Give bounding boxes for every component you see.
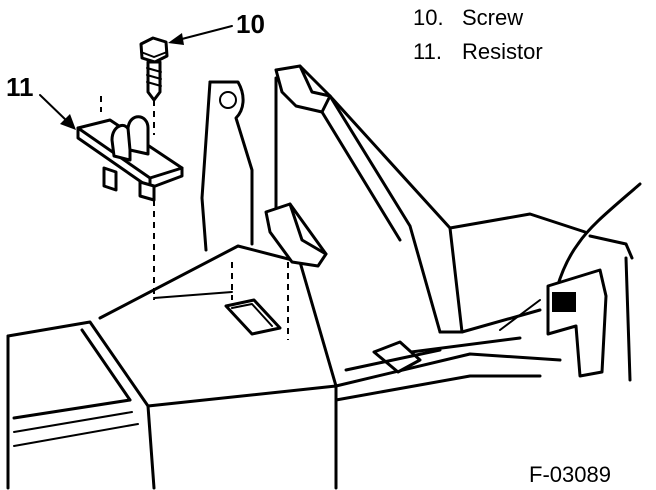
legend-label-screw: Screw bbox=[462, 5, 523, 30]
legend-number-screw: 10. bbox=[413, 5, 444, 30]
callout-screw: 10 bbox=[168, 9, 265, 45]
resistor-coil-right bbox=[126, 115, 150, 156]
callout-arrowhead-screw bbox=[168, 33, 184, 45]
screw-head bbox=[139, 36, 169, 64]
callout-leader-resistor bbox=[39, 94, 69, 123]
mounting-tab bbox=[208, 80, 254, 246]
figure-id: F-03089 bbox=[529, 462, 611, 487]
resistor-terminal-left bbox=[102, 166, 118, 192]
screw-part bbox=[139, 36, 169, 102]
callout-leader-screw bbox=[177, 25, 233, 41]
legend: 10. Screw 11. Resistor bbox=[413, 5, 543, 64]
screw-shank bbox=[146, 60, 162, 102]
legend-number-resistor: 11. bbox=[413, 39, 442, 64]
callout-number-screw: 10 bbox=[236, 9, 265, 39]
installation-guide-lines bbox=[100, 96, 289, 340]
left-duct-box bbox=[6, 320, 156, 490]
callout-number-resistor: 11 bbox=[6, 72, 34, 102]
resistor-part bbox=[76, 115, 184, 202]
bracket-label-plate bbox=[552, 292, 576, 312]
legend-label-resistor: Resistor bbox=[462, 39, 543, 64]
mounting-hole bbox=[219, 91, 237, 109]
callout-resistor: 11 bbox=[6, 72, 76, 130]
heater-case-housing bbox=[6, 64, 642, 490]
callout-arrowhead-resistor bbox=[60, 114, 76, 130]
resistor-coil-left bbox=[110, 124, 132, 162]
mounting-slot bbox=[224, 298, 282, 336]
resistor-terminal-right bbox=[138, 180, 156, 202]
linkage-clip bbox=[372, 340, 422, 374]
